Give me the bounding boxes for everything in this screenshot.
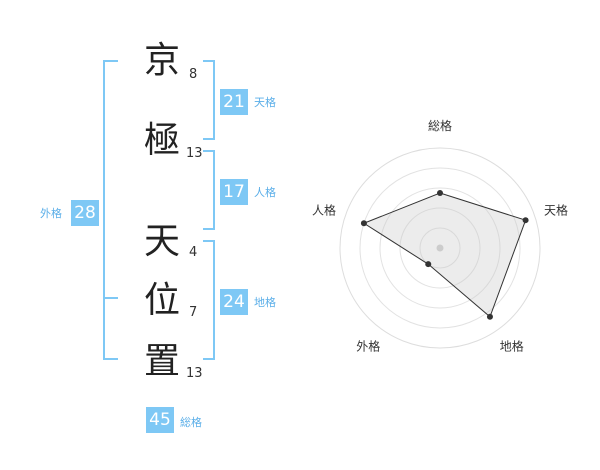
chikaku-value-badge: 24 [220,289,248,315]
soukaku-value-badge: 45 [146,407,174,433]
radar-ring [419,227,461,269]
radar-point-2 [522,217,529,224]
chikaku-label: 地格 [254,296,276,309]
radar-axis-label: 外格 [356,339,380,354]
jinkaku-value-badge: 17 [220,179,248,205]
radar-point-3 [486,313,493,320]
radar-ring [379,187,501,309]
radar-ring [359,167,521,329]
gaikaku-label: 外格 [40,207,62,220]
name-char-5: 置 [143,341,180,382]
radar-center-dot [436,244,444,252]
radar-axis-label: 人格 [312,202,336,217]
tenkaku-value-badge: 21 [220,89,248,115]
name-char-2: 極 [143,120,180,161]
gaikaku-bracket-tick [105,297,118,299]
radar-axis-label: 総格 [428,118,452,133]
stroke-count-1: 8 [189,67,198,82]
stroke-count-5: 13 [186,366,203,381]
radar-series-polygon [362,192,527,318]
radar-point-1 [437,190,443,196]
radar-point-5 [360,220,367,227]
soukaku-label: 総格 [180,416,202,429]
name-char-3: 天 [143,221,180,262]
gaikaku-value-badge: 28 [71,200,99,226]
tenkaku-bracket [203,60,215,140]
radar-ring [399,207,481,289]
name-char-1: 京 [143,40,180,81]
name-char-4: 位 [143,280,180,321]
stroke-count-2: 13 [186,146,203,161]
radar-axis-label: 地格 [500,339,524,354]
jinkaku-label: 人格 [254,186,276,199]
stroke-count-3: 4 [189,245,198,260]
gaikaku-bracket [103,60,118,360]
jinkaku-bracket [203,150,215,230]
radar-axis-label: 天格 [544,202,568,217]
stroke-count-4: 7 [189,305,198,320]
radar-point-4 [425,261,432,268]
chikaku-bracket [203,240,215,360]
tenkaku-label: 天格 [254,96,276,109]
